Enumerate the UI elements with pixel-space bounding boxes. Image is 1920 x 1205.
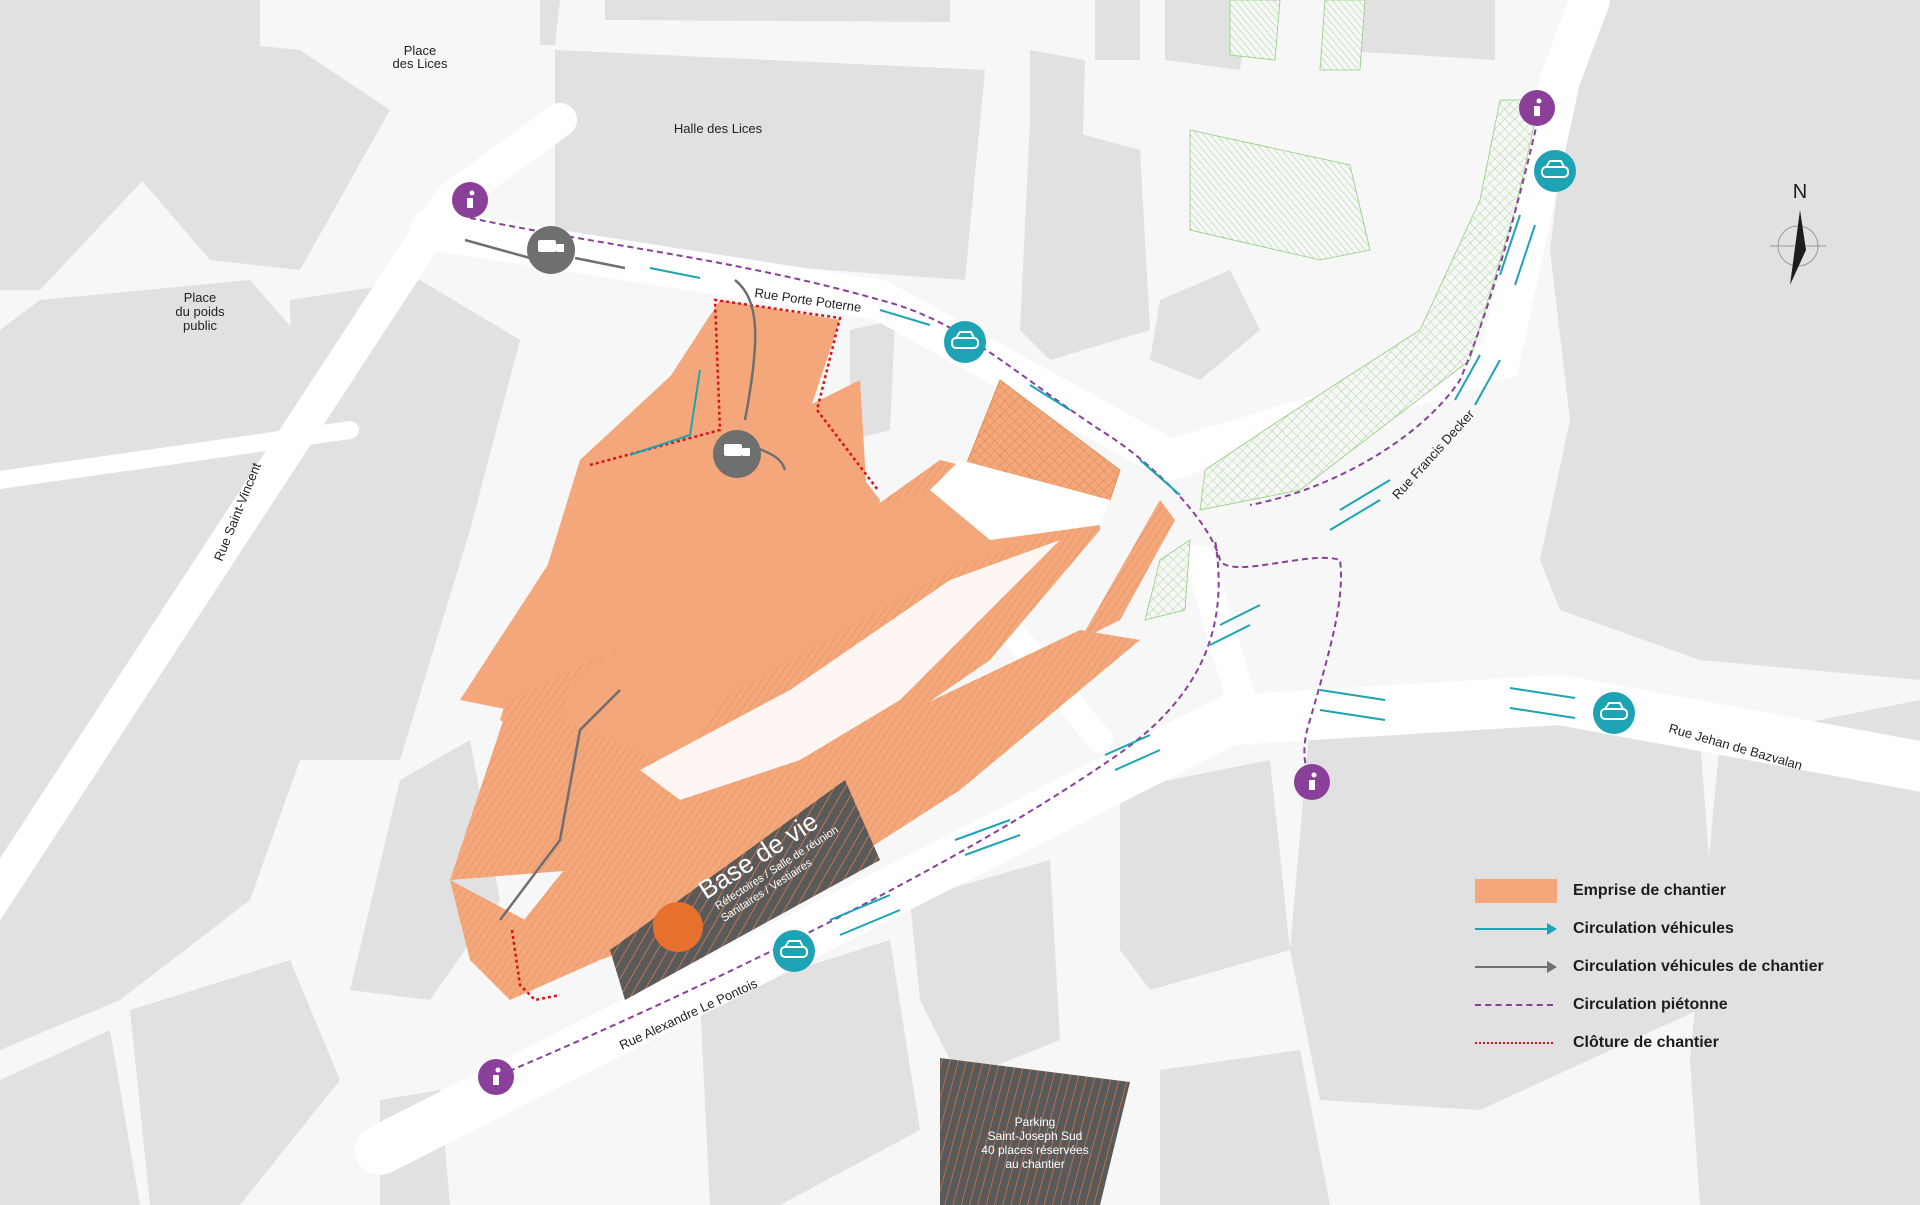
parking-line3: 40 places réservées [981, 1143, 1088, 1157]
legend-label-circulation-vehicules: Circulation véhicules [1573, 920, 1734, 937]
place-poids-label-2: du poids [175, 304, 225, 319]
truck-icon [538, 240, 750, 456]
pedestrian-route-north [469, 217, 1342, 781]
legend-label-circulation-chantier: Circulation véhicules de chantier [1573, 958, 1824, 975]
pedestrian-route-east [1249, 109, 1541, 506]
legend-label-cloture: Clôture de chantier [1573, 1034, 1719, 1051]
site-fence-south [510, 929, 561, 1002]
green-areas [1144, 0, 1541, 621]
legend-label-circulation-pietonne: Circulation piétonne [1573, 996, 1728, 1013]
vehicle-flow-arrows [629, 214, 1576, 936]
pedestrian-icon [467, 98, 1542, 1085]
car-icon [780, 160, 1628, 958]
legend-item-circulation-chantier: Circulation véhicules de chantier [1475, 948, 1895, 986]
legend-swatch-emprise [1475, 879, 1557, 903]
legend-item-circulation-vehicules: Circulation véhicules [1475, 910, 1895, 948]
parking-line4: au chantier [1005, 1157, 1064, 1171]
worker-helmet-icon [653, 902, 703, 952]
car-marker-3 [1593, 692, 1635, 734]
legend-arrow-cyan [1475, 917, 1557, 941]
car-marker-2 [1534, 150, 1576, 192]
legend-item-cloture: Clôture de chantier [1475, 1024, 1895, 1062]
compass-label: N [1793, 181, 1807, 203]
pedestrian-route-south [499, 539, 1220, 1076]
compass-icon [1770, 210, 1826, 285]
parking-line2: Saint-Joseph Sud [988, 1129, 1083, 1143]
legend-item-emprise: Emprise de chantier [1475, 872, 1895, 910]
halle-lices-label: Halle des Lices [674, 121, 763, 136]
parking-line1: Parking [1015, 1115, 1056, 1129]
worksite-area [450, 300, 1175, 1000]
place-poids-label-1: Place [184, 290, 217, 305]
legend-item-circulation-pietonne: Circulation piétonne [1475, 986, 1895, 1024]
map-legend: Emprise de chantier Circulation véhicule… [1475, 872, 1895, 1062]
parking-block [940, 1058, 1130, 1205]
street-francis-decker: Rue Francis Decker [1389, 406, 1477, 502]
place-lices-label-1: Place [404, 43, 437, 58]
car-marker-1 [944, 321, 986, 363]
car-marker-4 [773, 930, 815, 972]
legend-arrow-grey [1475, 955, 1557, 979]
place-poids-label-3: public [183, 318, 217, 333]
legend-line-red-dotted [1475, 1031, 1557, 1055]
place-lices-label-2: des Lices [393, 56, 448, 71]
site-vehicle-route [464, 238, 787, 921]
legend-label-emprise: Emprise de chantier [1573, 882, 1726, 899]
legend-line-purple-dashed [1475, 993, 1557, 1017]
